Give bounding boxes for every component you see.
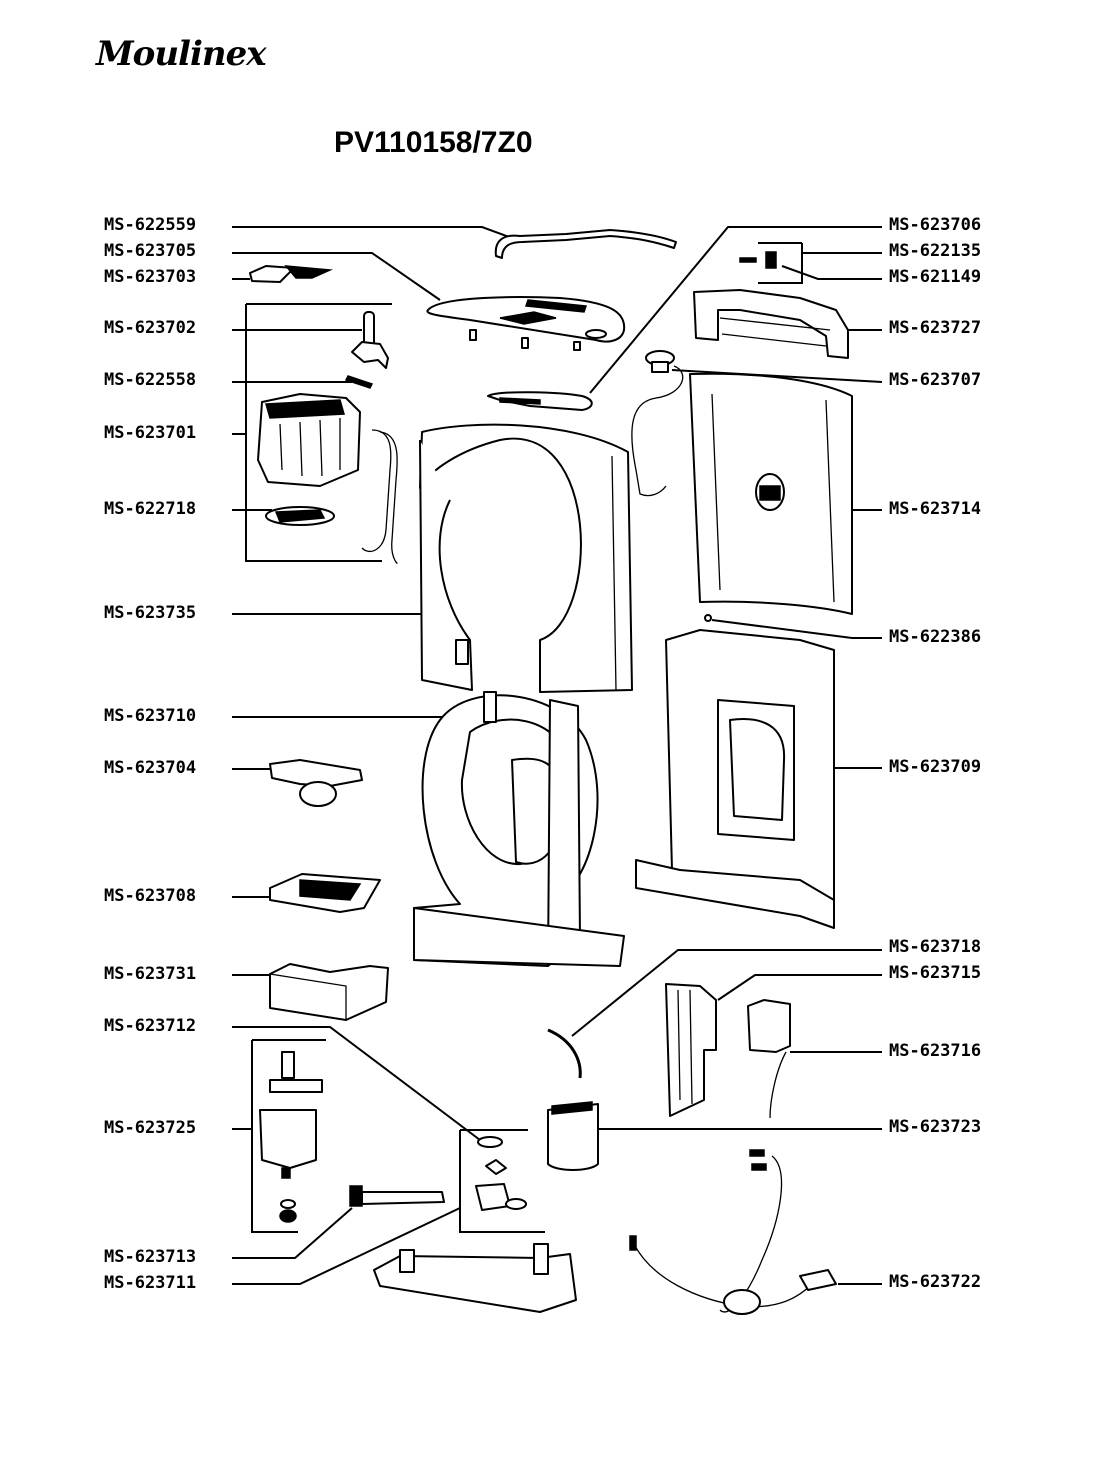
bracket-line: [459, 1130, 545, 1233]
part-spring: [704, 614, 712, 622]
part-label-ms-623706[interactable]: MS-623706: [889, 215, 981, 235]
part-label-ms-623707[interactable]: MS-623707: [889, 370, 981, 390]
brand-logo: Moulinex: [96, 34, 266, 74]
part-label-ms-622386[interactable]: MS-622386: [889, 627, 981, 647]
leader-line: [232, 1026, 481, 1141]
part-frame: [635, 629, 835, 929]
part-button-cover: [487, 391, 593, 411]
part-label-ms-623713[interactable]: MS-623713: [104, 1247, 196, 1267]
leader-line: [232, 1207, 461, 1285]
part-small-plate: [249, 265, 333, 283]
left-labels: MS-622559 MS-623705 MS-623703 MS-623702 …: [104, 215, 196, 1293]
part-tube: [494, 229, 677, 259]
part-rear-panel: [689, 372, 853, 615]
part-boiler: [547, 1101, 599, 1171]
leader-line: [781, 265, 882, 280]
part-pin: [344, 375, 374, 389]
part-label-ms-622135[interactable]: MS-622135: [889, 241, 981, 261]
part-nozzle: [351, 311, 389, 369]
part-label-ms-623701[interactable]: MS-623701: [104, 423, 196, 443]
part-power-cord: [629, 1149, 837, 1315]
part-label-ms-623703[interactable]: MS-623703: [104, 267, 196, 287]
part-label-ms-623705[interactable]: MS-623705: [104, 241, 196, 261]
bracket-line: [758, 243, 803, 284]
leader-line: [717, 974, 882, 1001]
leader-line: [232, 252, 441, 301]
part-label-ms-622558[interactable]: MS-622558: [104, 370, 196, 390]
part-shower-plate: [265, 506, 335, 526]
part-main-body: [413, 691, 625, 967]
part-switch-board: [665, 983, 717, 1117]
part-label-ms-623731[interactable]: MS-623731: [104, 964, 196, 984]
part-top-cover: [693, 289, 849, 359]
part-label-ms-622718[interactable]: MS-622718: [104, 499, 196, 519]
part-label-ms-623735[interactable]: MS-623735: [104, 603, 196, 623]
part-pod-holder: [269, 759, 363, 807]
part-base: [373, 1243, 577, 1313]
leader-line: [571, 949, 882, 1037]
leader-lines: [232, 226, 883, 1285]
part-pump: [259, 1051, 323, 1223]
leader-line: [589, 226, 882, 394]
part-seal: [477, 1136, 503, 1148]
leader-line: [232, 1207, 353, 1259]
part-control-box: [747, 999, 791, 1119]
part-label-ms-623708[interactable]: MS-623708: [104, 886, 196, 906]
part-label-ms-623710[interactable]: MS-623710: [104, 706, 196, 726]
part-label-ms-623712[interactable]: MS-623712: [104, 1016, 196, 1036]
part-valve: [475, 1159, 527, 1211]
part-wire: [547, 1028, 582, 1079]
part-label-ms-623714[interactable]: MS-623714: [889, 499, 981, 519]
bracket-line: [245, 304, 382, 562]
model-number: PV110158/7Z0: [334, 126, 533, 159]
part-clips: [739, 251, 777, 269]
part-label-ms-623723[interactable]: MS-623723: [889, 1117, 981, 1137]
part-hose: [349, 1185, 445, 1207]
bracket-line: [251, 1040, 298, 1233]
part-drip-tray: [269, 963, 389, 1021]
part-label-ms-623704[interactable]: MS-623704: [104, 758, 196, 778]
right-labels: MS-623706 MS-622135 MS-621149 MS-623727 …: [889, 215, 981, 1292]
part-label-ms-622559[interactable]: MS-622559: [104, 215, 196, 235]
leader-line: [711, 619, 882, 639]
leader-line: [671, 369, 883, 383]
part-label-ms-623715[interactable]: MS-623715: [889, 963, 981, 983]
part-label-ms-623709[interactable]: MS-623709: [889, 757, 981, 777]
part-label-ms-621149[interactable]: MS-621149: [889, 267, 981, 287]
part-thermostat: [631, 350, 684, 497]
part-label-ms-623727[interactable]: MS-623727: [889, 318, 981, 338]
part-front-housing: [419, 423, 633, 693]
part-label-ms-623711[interactable]: MS-623711: [104, 1273, 196, 1293]
leader-line: [232, 226, 513, 239]
part-drip-grid: [269, 873, 381, 913]
part-heater-block: [257, 393, 398, 564]
part-label-ms-623722[interactable]: MS-623722: [889, 1272, 981, 1292]
part-label-ms-623702[interactable]: MS-623702: [104, 318, 196, 338]
part-label-ms-623725[interactable]: MS-623725: [104, 1118, 196, 1138]
part-top-lid: [426, 296, 626, 351]
part-label-ms-623716[interactable]: MS-623716: [889, 1041, 981, 1061]
part-label-ms-623718[interactable]: MS-623718: [889, 937, 981, 957]
